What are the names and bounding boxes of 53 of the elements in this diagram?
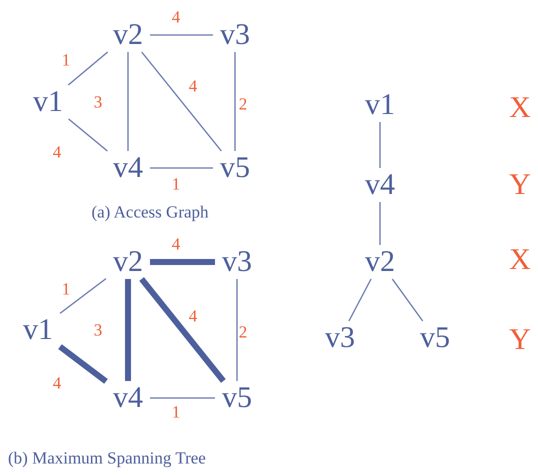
edge-weight: 4 (188, 308, 198, 324)
edge-weight: 4 (172, 8, 180, 26)
connector-line (236, 279, 238, 381)
connector-line (348, 278, 372, 322)
edge-weight: 4 (172, 236, 180, 252)
connector-line (150, 397, 215, 399)
vertex-label: v3 (325, 323, 355, 353)
edge-weight: 3 (94, 94, 102, 110)
edge-weight: 3 (94, 322, 102, 338)
connector-line (141, 52, 222, 152)
vertex-label: v5 (220, 153, 250, 183)
color-label: Y (509, 325, 531, 355)
caption: (a) Access Graph (91, 204, 209, 220)
color-label: X (509, 93, 531, 123)
vertex-label: v1 (33, 87, 63, 117)
connector-line (234, 52, 236, 151)
vertex-label: v1 (23, 315, 53, 345)
connector-line (125, 279, 131, 381)
connector-line (150, 34, 213, 36)
edge-weight: 1 (62, 52, 70, 68)
edge-weight: 2 (238, 324, 248, 340)
vertex-label: v2 (113, 247, 143, 277)
connector-line (392, 278, 424, 322)
vertex-label: v5 (420, 323, 450, 353)
connector-line (379, 202, 381, 245)
color-label: Y (509, 170, 531, 200)
connector-line (150, 259, 215, 265)
vertex-label: v4 (113, 383, 143, 413)
edge-weight: 1 (172, 176, 180, 192)
connector-line (60, 278, 106, 314)
vertex-label: v1 (365, 90, 395, 120)
connector-line (68, 52, 108, 86)
edge-weight: 4 (188, 78, 198, 94)
vertex-label: v5 (222, 383, 252, 413)
edge-weight: 4 (52, 144, 62, 160)
connector-line (68, 118, 108, 152)
vertex-label: v2 (365, 247, 395, 277)
connector-line (127, 52, 129, 151)
connector-line (379, 122, 381, 168)
caption: (b) Maximum Spanning Tree (8, 450, 206, 466)
vertex-label: v3 (220, 20, 250, 50)
vertex-label: v2 (113, 20, 143, 50)
vertex-label: v3 (222, 247, 252, 277)
edge-weight: 4 (52, 374, 62, 392)
edge-weight: 1 (172, 404, 180, 420)
connector-line (58, 344, 108, 384)
color-label: X (509, 245, 531, 275)
connector-line (150, 167, 213, 169)
edge-weight: 2 (238, 96, 248, 112)
vertex-label: v4 (113, 153, 143, 183)
connector-line (139, 277, 226, 383)
vertex-label: v4 (365, 170, 395, 200)
edge-weight: 1 (62, 280, 70, 298)
